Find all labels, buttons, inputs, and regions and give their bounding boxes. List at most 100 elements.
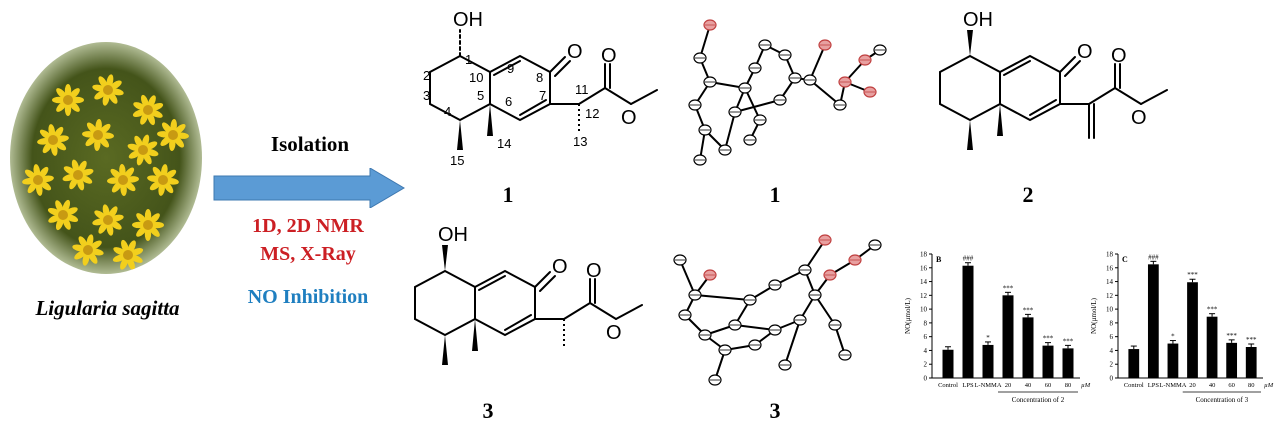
plant-species-name: Ligularia sagitta <box>35 296 180 320</box>
panel-label: B <box>936 255 942 264</box>
c1-ester-carbonyl-oxygen: O <box>601 45 617 67</box>
significance-label: *** <box>1023 306 1034 314</box>
c3-ester-carbonyl-oxygen: O <box>586 260 602 282</box>
isolation-label: Isolation <box>270 132 350 156</box>
y-tick-label: 0 <box>924 375 928 383</box>
bar <box>962 265 974 378</box>
bar-chart-compound-3: 024681012141618CNO(µmol/L)Control###LPS*… <box>1090 251 1274 405</box>
c1-atom-12: 12 <box>585 106 599 121</box>
y-tick-label: 2 <box>1110 361 1114 369</box>
compound-2-id: 2 <box>1022 182 1034 207</box>
flower-head <box>52 84 84 116</box>
significance-label: * <box>1171 333 1175 341</box>
flower-head <box>147 164 179 196</box>
bar <box>942 349 954 378</box>
significance-label: *** <box>1207 306 1218 314</box>
c1-atom-6: 6 <box>505 94 512 109</box>
xray-bond <box>784 319 801 366</box>
significance-label: *** <box>1043 335 1054 343</box>
y-tick-label: 8 <box>924 319 928 327</box>
flower-head <box>157 119 189 151</box>
y-tick-label: 6 <box>1110 333 1114 341</box>
flower-head <box>107 164 139 196</box>
xray-bond <box>734 324 776 331</box>
y-tick-label: 4 <box>924 347 928 355</box>
process-arrow <box>213 168 405 208</box>
y-axis-label: NO(µmol/L) <box>904 297 912 334</box>
x-tick-label: 20 <box>1189 382 1196 389</box>
c3-ester-oxygen: O <box>606 322 622 344</box>
x-tick-label: LPS <box>962 382 974 389</box>
ligularia-sagitta-photo <box>10 42 202 274</box>
flower-head <box>62 159 94 191</box>
x-tick-label: 20 <box>1005 382 1012 389</box>
x-axis-label: Concentration of 2 <box>1012 396 1065 404</box>
significance-label: *** <box>1063 337 1074 345</box>
x-tick-label: 60 <box>1228 382 1235 389</box>
c1-ester-oxygen: O <box>621 107 637 129</box>
flower-head <box>127 134 159 166</box>
c2-ester-carbonyl-oxygen: O <box>1111 45 1127 67</box>
bar <box>1226 342 1238 378</box>
bar <box>1187 282 1198 378</box>
y-tick-label: 2 <box>924 361 928 369</box>
flower-head <box>112 239 144 271</box>
y-tick-label: 12 <box>920 292 928 300</box>
methods-line-2: MS, X-Ray <box>260 243 356 265</box>
c1-atom-5: 5 <box>477 88 484 103</box>
xray-1-id: 1 <box>769 182 781 207</box>
bar-chart-compound-2: 024681012141618BNO(µmol/L)Control###LPS*… <box>904 251 1091 405</box>
c1-atom-2: 2 <box>423 68 430 83</box>
flower-head <box>92 74 124 106</box>
flower-head <box>132 94 164 126</box>
bar <box>1042 345 1054 378</box>
c1-atom-10: 10 <box>469 70 483 85</box>
compound-2-structure: OH O O O <box>939 9 1168 150</box>
c3-ketone-oxygen: O <box>552 256 568 278</box>
flower-head <box>22 164 54 196</box>
c1-atom-8: 8 <box>536 70 543 85</box>
y-tick-label: 16 <box>920 264 928 272</box>
c1-atom-13: 13 <box>573 134 587 149</box>
c1-atom-11: 11 <box>575 82 589 97</box>
x-tick-label: 40 <box>1025 382 1032 389</box>
xray-bond <box>694 294 751 301</box>
c1-atom-3: 3 <box>423 88 430 103</box>
compound-1-id: 1 <box>502 182 514 207</box>
unit-label: µM <box>1081 382 1091 389</box>
x-axis-label: Concentration of 3 <box>1196 396 1249 404</box>
xray-bond <box>734 99 781 113</box>
methods-line-1: 1D, 2D NMR <box>252 215 364 237</box>
xray-bond <box>809 79 841 106</box>
bar <box>1167 343 1179 378</box>
bar <box>1062 348 1074 378</box>
y-tick-label: 18 <box>920 251 928 259</box>
xray-bond <box>804 239 826 271</box>
c2-ketone-oxygen: O <box>1077 41 1093 63</box>
c2-hydroxyl-label: OH <box>963 9 993 31</box>
c1-atom-1: 1 <box>465 52 472 67</box>
significance-label: *** <box>1246 336 1257 344</box>
xray-structure-1 <box>688 19 887 166</box>
x-tick-label: 80 <box>1065 382 1072 389</box>
bar <box>1022 317 1034 378</box>
significance-label: * <box>986 334 990 342</box>
c3-hydroxyl-label: OH <box>438 225 468 246</box>
assay-label: NO Inhibition <box>247 286 369 308</box>
significance-label: ### <box>1148 253 1159 261</box>
c2-ester-oxygen: O <box>1131 107 1147 129</box>
bar <box>1245 347 1257 378</box>
y-tick-label: 6 <box>924 333 928 341</box>
y-tick-label: 8 <box>1110 319 1114 327</box>
y-tick-label: 16 <box>1106 264 1114 272</box>
x-tick-label: L-NMMA <box>1159 382 1186 389</box>
compound-3-structure: OH O O O <box>414 225 643 365</box>
y-tick-label: 12 <box>1106 292 1114 300</box>
x-tick-label: 60 <box>1045 382 1052 389</box>
bar <box>1128 349 1140 378</box>
y-tick-label: 14 <box>1106 278 1114 286</box>
x-tick-label: Control <box>1124 382 1144 389</box>
flower-head <box>82 119 114 151</box>
xray-bond <box>699 24 711 59</box>
xray-structure-3 <box>673 234 882 386</box>
